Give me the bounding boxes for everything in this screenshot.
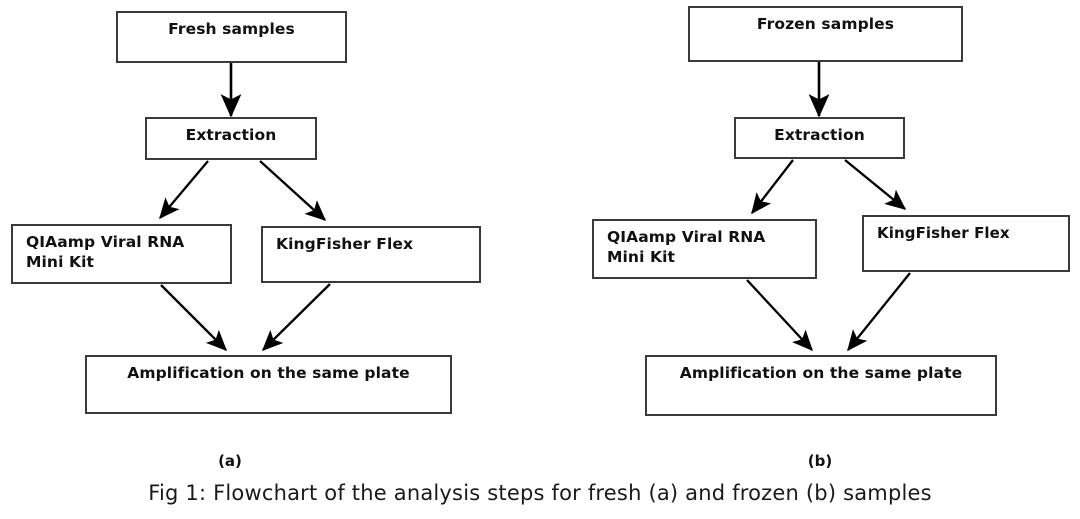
node-qiaamp-viral-rna-mini-kit-b[interactable]: QIAamp Viral RNA Mini Kit: [592, 219, 817, 279]
figure-caption: Fig 1: Flowchart of the analysis steps f…: [148, 481, 932, 505]
arrow-extraction-to-qiaamp-a: [159, 160, 209, 220]
node-kingfisher-flex-b[interactable]: KingFisher Flex: [862, 215, 1070, 272]
node-extraction-b-label: Extraction: [774, 126, 865, 144]
node-fresh-samples-label: Fresh samples: [168, 20, 295, 38]
arrow-qiaamp-to-amplification-b: [746, 279, 813, 352]
node-amplification-a[interactable]: Amplification on the same plate: [85, 355, 452, 414]
arrow-qiaamp-to-amplification-a: [160, 284, 227, 351]
arrow-extraction-to-kingfisher-b: [844, 159, 907, 210]
node-frozen-samples[interactable]: Frozen samples: [688, 6, 963, 62]
arrow-kingfisher-to-amplification-b: [847, 272, 911, 352]
node-extraction-b[interactable]: Extraction: [734, 117, 905, 159]
node-extraction-a[interactable]: Extraction: [145, 117, 317, 160]
arrow-extraction-to-kingfisher-a: [259, 160, 327, 221]
node-qiaamp-viral-rna-mini-kit-b-label: QIAamp Viral RNA Mini Kit: [607, 228, 766, 266]
arrow-extraction-to-qiaamp-b: [751, 159, 794, 215]
node-kingfisher-flex-a-label: KingFisher Flex: [276, 235, 414, 253]
node-frozen-samples-label: Frozen samples: [756, 15, 895, 33]
node-extraction-a-label: Extraction: [185, 126, 277, 144]
node-amplification-b-label: Amplification on the same plate: [679, 364, 963, 382]
node-kingfisher-flex-a[interactable]: KingFisher Flex: [261, 226, 481, 283]
panel-label-b: (b): [807, 452, 833, 470]
node-qiaamp-viral-rna-mini-kit-a[interactable]: QIAamp Viral RNA Mini Kit: [11, 224, 232, 284]
node-amplification-a-label: Amplification on the same plate: [127, 364, 410, 382]
arrow-kingfisher-to-amplification-a: [262, 283, 331, 351]
node-amplification-b[interactable]: Amplification on the same plate: [645, 355, 997, 416]
panel-label-a: (a): [218, 452, 242, 470]
node-kingfisher-flex-b-label: KingFisher Flex: [877, 224, 1010, 242]
node-qiaamp-viral-rna-mini-kit-a-label: QIAamp Viral RNA Mini Kit: [26, 233, 185, 271]
node-fresh-samples[interactable]: Fresh samples: [116, 11, 347, 63]
